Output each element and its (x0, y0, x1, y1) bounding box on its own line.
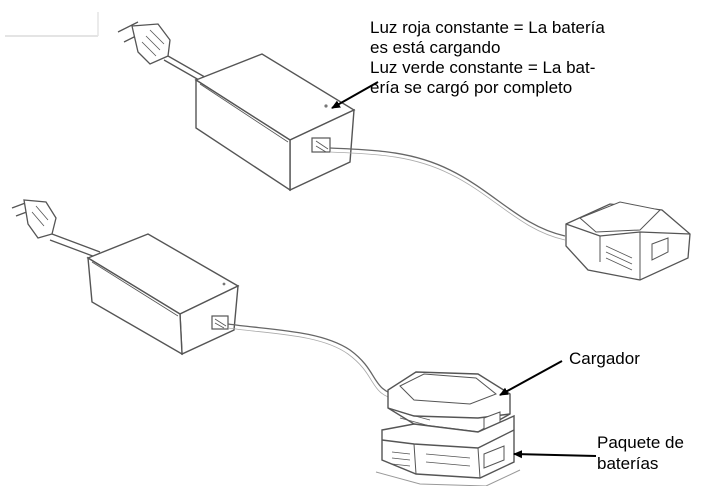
led-indicator (324, 104, 328, 108)
arrow-charger (499, 360, 563, 396)
arrow-led (331, 81, 379, 109)
battery-pack-label-line: baterías (597, 454, 659, 473)
bottom-power-adapter (86, 233, 240, 356)
battery-pack-label: Paquete de baterías (597, 432, 684, 474)
led-status-legend: Luz roja constante = La batería es está … (370, 18, 605, 98)
charger-with-battery (375, 371, 521, 487)
top-power-adapter (194, 53, 356, 192)
bottom-cable (227, 323, 401, 397)
top-cable (329, 147, 566, 237)
charger-label: Cargador (569, 349, 640, 369)
top-cable (329, 151, 566, 241)
battery-pack-label-line: Paquete de (597, 433, 684, 452)
led-legend-line: es está cargando (370, 38, 501, 57)
charger-cradle-empty (565, 201, 691, 281)
led-legend-line: ería se cargó por completo (370, 78, 573, 97)
bottom-plug (11, 199, 101, 259)
arrow-battery (513, 450, 597, 459)
led-legend-line: Luz roja constante = La batería (370, 18, 605, 37)
top-plug (117, 21, 211, 85)
bottom-cable (227, 327, 399, 401)
charger-label-text: Cargador (569, 349, 640, 368)
led-legend-line: Luz verde constante = La bat- (370, 58, 596, 77)
